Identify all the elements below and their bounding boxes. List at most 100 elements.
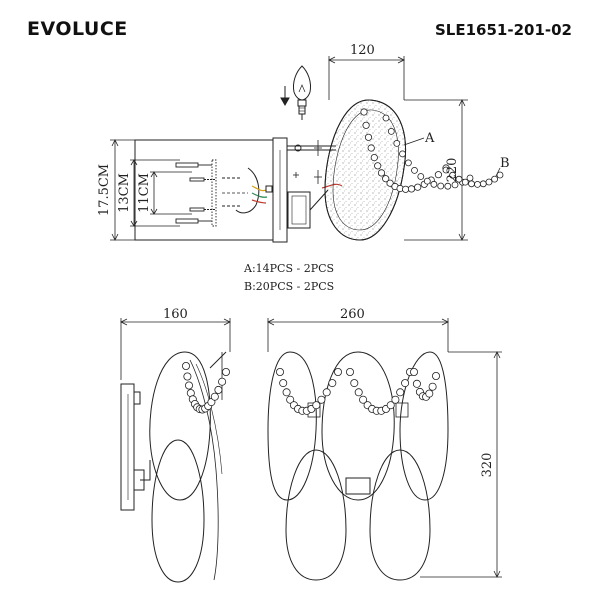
wiring xyxy=(222,167,273,214)
dim-depth-label: 160 xyxy=(163,307,188,322)
dimension-plate-height xyxy=(110,139,135,241)
bead xyxy=(431,371,440,380)
bead xyxy=(382,114,390,122)
bead xyxy=(449,171,457,179)
dimension-inner xyxy=(150,171,192,215)
leader-a xyxy=(403,137,425,146)
shade-upper-left xyxy=(267,351,317,501)
bead xyxy=(461,178,469,186)
bead xyxy=(430,180,438,188)
bead xyxy=(184,381,193,390)
bead xyxy=(485,178,493,186)
model-number: SLE1651-201-02 xyxy=(435,21,572,39)
bead xyxy=(275,367,284,376)
bead xyxy=(491,175,499,183)
bead xyxy=(286,395,295,404)
dim-height-label: 220 xyxy=(445,158,460,183)
label-a: A xyxy=(424,131,435,146)
bead xyxy=(414,183,422,191)
bead xyxy=(444,182,452,190)
bead-chain-front xyxy=(275,367,440,415)
insert-arrow-icon xyxy=(280,86,290,107)
bead xyxy=(312,401,321,410)
bead xyxy=(425,389,434,398)
bead xyxy=(407,185,416,193)
mounting-box xyxy=(134,139,274,241)
bead xyxy=(399,150,406,158)
dimension-height-320 xyxy=(420,351,502,578)
bead xyxy=(468,180,475,188)
bead xyxy=(411,166,418,174)
bead-chain-side xyxy=(181,361,230,414)
bead xyxy=(479,180,487,188)
dimension-height-220 xyxy=(404,99,468,241)
brand-logo: EVOLUCE xyxy=(27,18,128,40)
bead xyxy=(214,385,223,394)
dim-inner-outer-label: 13CM xyxy=(117,173,132,213)
bead xyxy=(409,367,418,376)
bead xyxy=(317,395,326,404)
bead xyxy=(333,367,342,376)
wall-plate xyxy=(272,137,288,243)
dim-plate-height-label: 17.5CM xyxy=(97,164,112,216)
bead xyxy=(393,139,401,147)
bead xyxy=(442,166,450,174)
front-view xyxy=(267,318,502,581)
bulb-icon xyxy=(293,65,311,120)
bead xyxy=(404,159,412,167)
note-a: A:14PCS - 2PCS xyxy=(243,262,334,275)
bead xyxy=(279,379,288,388)
bead xyxy=(434,171,442,179)
screws-and-dowels xyxy=(175,159,240,227)
bead xyxy=(387,127,395,135)
bead xyxy=(496,171,504,179)
bead xyxy=(386,401,395,410)
bead xyxy=(412,379,421,388)
dim-inner-label: 11CM xyxy=(137,173,152,213)
bead xyxy=(386,179,394,187)
label-b: B xyxy=(500,156,510,171)
bead xyxy=(367,144,375,152)
bead xyxy=(218,377,227,386)
bead xyxy=(354,388,363,397)
installation-view xyxy=(110,56,501,243)
shade-upper-right xyxy=(399,351,449,501)
bead xyxy=(474,180,481,188)
bead-chain-b xyxy=(442,166,504,188)
crystal-shade xyxy=(324,99,406,241)
bead xyxy=(401,185,410,193)
shade-lower-right xyxy=(369,449,431,581)
dim-width-label: 120 xyxy=(350,43,375,58)
bead xyxy=(401,379,410,388)
bead xyxy=(221,367,230,376)
bead xyxy=(322,388,331,397)
bead xyxy=(377,169,386,177)
bead xyxy=(350,379,359,388)
dimension-width-260 xyxy=(267,318,449,352)
bead xyxy=(437,182,445,190)
bead xyxy=(210,392,219,401)
bead xyxy=(183,372,192,381)
note-b: B:20PCS - 2PCS xyxy=(244,280,334,293)
bead xyxy=(181,361,190,370)
dimension-inner-outer xyxy=(130,159,180,227)
bead xyxy=(428,382,437,391)
bead xyxy=(451,181,459,189)
bead xyxy=(455,175,463,183)
dimension-width-120 xyxy=(328,56,405,100)
bead xyxy=(370,154,378,162)
bead xyxy=(282,388,291,397)
bead xyxy=(362,121,370,129)
shade-lower-left xyxy=(285,449,347,581)
bead xyxy=(417,173,425,180)
bead xyxy=(345,367,354,376)
bead xyxy=(364,133,373,141)
dim-front-width-label: 260 xyxy=(340,307,365,322)
bead xyxy=(423,177,431,185)
bead xyxy=(391,395,400,404)
side-view xyxy=(120,318,231,583)
bead xyxy=(360,108,368,116)
bead xyxy=(382,175,390,183)
dim-front-height-label: 320 xyxy=(480,453,495,478)
